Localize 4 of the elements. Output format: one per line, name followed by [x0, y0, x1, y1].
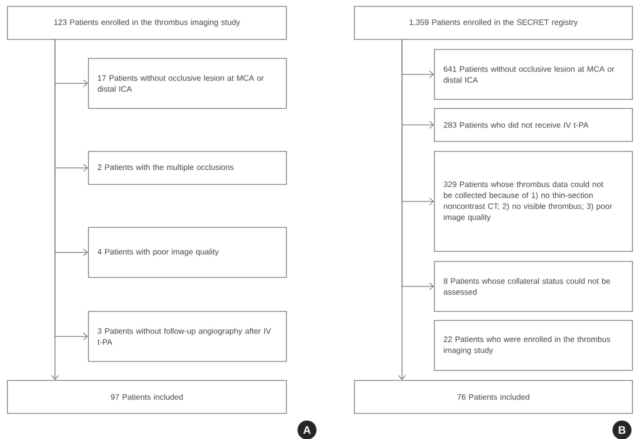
- arrow: [398, 39, 406, 380]
- arrow: [51, 39, 59, 380]
- panel-letter: B: [612, 420, 632, 439]
- panel-letter: A: [298, 420, 316, 439]
